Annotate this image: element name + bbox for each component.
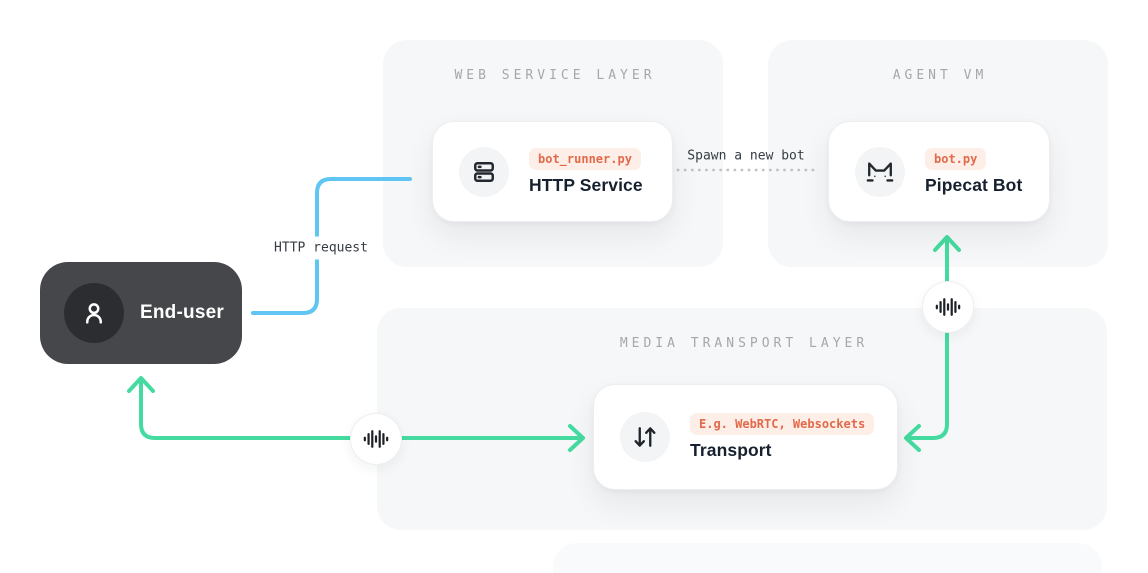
panel-title-media-transport-layer: MEDIA TRANSPORT LAYER [619, 336, 869, 351]
node-pipecat-bot: bot.py Pipecat Bot [828, 121, 1050, 222]
edge-label-http-request: HTTP request [268, 236, 374, 260]
node-label-pipecat-bot: Pipecat Bot [925, 174, 1023, 195]
cat-icon [855, 146, 905, 197]
node-label-transport: Transport [690, 440, 772, 460]
panel-title-agent-vm: AGENT VM [892, 68, 988, 83]
audio-waveform-icon [350, 413, 402, 465]
audio-waveform-icon [922, 281, 974, 333]
transport-examples-badge: E.g. WebRTC, Websockets [690, 413, 875, 435]
panel-title-web-service-layer: WEB SERVICE LAYER [454, 68, 656, 83]
node-http-service: bot_runner.py HTTP Service [432, 121, 673, 222]
file-badge-bot-py: bot.py [925, 147, 987, 170]
transfer-arrows-icon [620, 412, 670, 462]
person-icon [64, 283, 124, 343]
node-label-http-service: HTTP Service [529, 174, 643, 195]
node-end-user: End-user [40, 262, 242, 364]
file-badge-bot-runner: bot_runner.py [529, 147, 641, 170]
server-icon [459, 146, 509, 197]
node-label-end-user: End-user [140, 302, 224, 323]
node-transport: E.g. WebRTC, Websockets Transport [593, 384, 898, 490]
edge-label-spawn-bot: Spawn a new bot [687, 148, 805, 164]
panel-partial-bottom [553, 543, 1102, 573]
